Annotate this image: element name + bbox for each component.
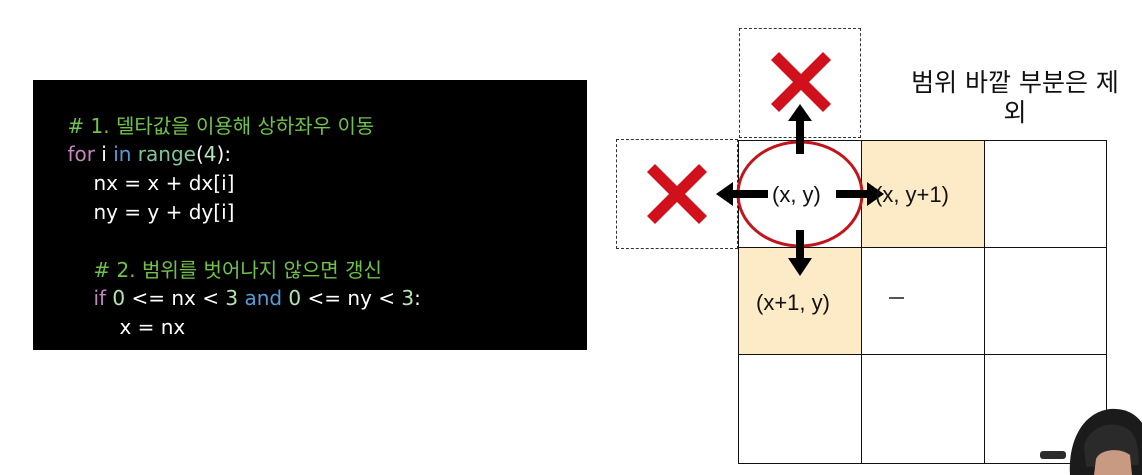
note-line-2: 외 <box>1003 98 1027 127</box>
keyword-if: if <box>93 286 107 310</box>
colon: : <box>414 286 421 310</box>
presenter-avatar <box>1040 408 1142 475</box>
ny-assignment: ny = y + dy[i] <box>93 200 235 224</box>
code-comment-1: # 1. 델타값을 이용해 상하좌우 이동 <box>67 114 375 138</box>
arrow-right-icon <box>836 182 884 206</box>
paren-open: ( <box>195 142 204 166</box>
x-assignment: x = nx <box>119 315 186 339</box>
number-three-1: 3 <box>225 286 239 310</box>
y-assignment: y = ny <box>119 344 186 368</box>
grid-cell-0-2 <box>984 140 1107 248</box>
number-zero-1: 0 <box>106 286 126 310</box>
down-cell-label: (x+1, y) <box>756 290 830 315</box>
arrow-up-icon <box>788 104 812 154</box>
keyword-for: for <box>67 142 95 166</box>
center-cell-label: (x, y) <box>770 182 823 208</box>
keyword-and: and <box>238 286 283 310</box>
note-line-1: 범위 바깥 부분은 제 <box>911 68 1119 97</box>
arrow-left-icon <box>716 182 768 206</box>
code-line-7: if 0 <= nx < 3 and 0 <= ny < 3: <box>68 256 421 340</box>
cross-icon <box>771 52 831 112</box>
code-panel: # 1. 델타값을 이용해 상하좌우 이동 for i in range(4):… <box>33 80 587 368</box>
condition-ny: <= ny < <box>301 286 402 310</box>
code-line-3: nx = x + dx[i] <box>68 141 234 225</box>
loop-variable: i <box>94 142 114 166</box>
text-cursor-mark <box>889 297 904 299</box>
code-line-6: # 2. 범위를 벗어나지 않으면 갱신 <box>68 228 382 312</box>
code-line-2: for i in range(4): <box>42 112 231 196</box>
paren-close: ): <box>216 142 232 166</box>
code-line-9: y = ny <box>94 314 185 398</box>
nx-assignment: nx = x + dx[i] <box>93 171 235 195</box>
range-number: 4 <box>203 142 217 166</box>
builtin-range: range <box>131 142 196 166</box>
number-zero-2: 0 <box>282 286 302 310</box>
grid-cell-2-1 <box>861 354 985 464</box>
diagram-shapes <box>647 52 884 276</box>
condition-nx: <= nx < <box>125 286 226 310</box>
number-three-2: 3 <box>401 286 415 310</box>
code-line-1: # 1. 델타값을 이용해 상하좌우 이동 <box>42 84 374 168</box>
arrow-down-icon <box>788 230 812 276</box>
code-comment-2: # 2. 범위를 벗어나지 않으면 갱신 <box>93 258 382 282</box>
cross-icon <box>647 164 707 224</box>
out-of-range-note: 범위 바깥 부분은 제 외 <box>892 68 1138 128</box>
code-line-8: x = nx <box>94 285 185 369</box>
grid-cell-1-2 <box>984 247 1107 355</box>
right-cell-label: (x, y+1) <box>875 182 949 207</box>
keyword-in: in <box>113 142 132 166</box>
code-line-4: ny = y + dy[i] <box>68 170 234 254</box>
